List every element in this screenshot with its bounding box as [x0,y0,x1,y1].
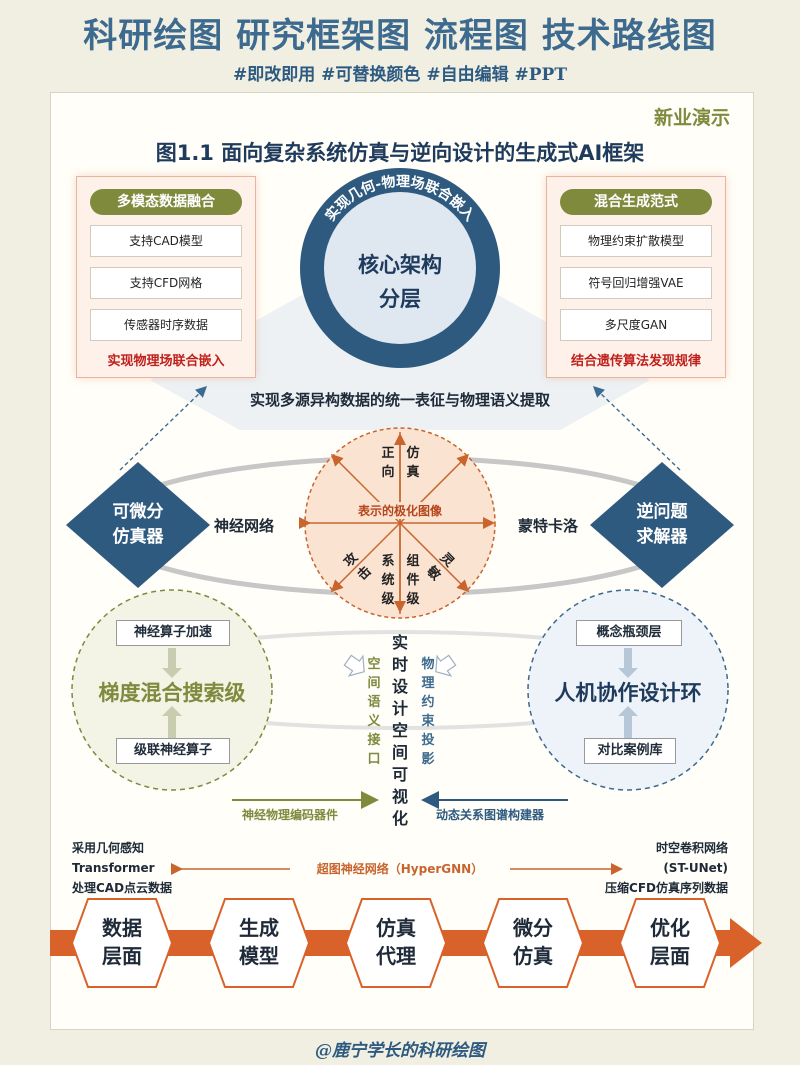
core-line2: 分层 [379,287,421,311]
multimodal-title: 多模态数据融合 [90,189,242,215]
vertical-char: 化 [391,809,408,828]
dynamic-graph-builder: 动态关系图谱构建器 [436,808,545,822]
pipeline-stage: 微分仿真 [513,916,553,968]
right-footer: 结合遗传算法发现规律 [570,354,701,369]
vertical-char: 义 [367,714,381,729]
vertical-char: 视 [391,787,408,806]
vertical-char: 间 [367,676,381,691]
vertical-char: 时 [391,655,408,674]
pipeline-hex [207,898,311,988]
vertical-char: 约 [421,695,435,710]
vertical-char: 语 [367,695,381,710]
polar-forward: 正向 [381,446,395,480]
pipeline-hex [70,898,174,988]
vertical-char: 口 [367,752,381,767]
hybrid-gen-box: 混合生成范式 物理约束扩散模型 符号回归增强VAE 多尺度GAN 结合遗传算法发… [546,176,726,378]
left-item: 支持CFD网格 [90,267,242,299]
vertical-char: 计 [391,699,408,718]
header-tags: #即改即用 #可替换颜色 #自由编辑 #PPT [233,65,567,85]
pipeline-stage: 数据层面 [102,916,142,968]
gradient-hybrid-search: 梯度混合搜索级 [98,681,246,705]
neural-network-label: 神经网络 [214,517,275,535]
vertical-char: 可 [391,765,408,784]
vertical-char: 影 [421,752,435,767]
right-item: 多尺度GAN [560,309,712,341]
vertical-char: 接 [367,733,381,748]
unify-caption: 实现多源异构数据的统一表征与物理语义提取 [249,391,550,409]
right-item: 物理约束扩散模型 [560,225,712,257]
pipeline-hex [344,898,448,988]
polar-component: 组件级 [406,554,420,607]
vertical-char: 实 [391,633,408,652]
right-note: 时空卷积网络(ST-UNet)压缩CFD仿真序列数据 [605,841,728,895]
neural-physics-encoder: 神经物理编码器件 [242,808,339,822]
inverse-solver: 逆问题求解器 [636,502,688,547]
vertical-char: 投 [421,733,435,748]
right-item: 符号回归增强VAE [560,267,712,299]
pipeline-stage: 生成模型 [239,916,279,968]
pipeline-hex [481,898,585,988]
hypergnn-label: 超图神经网络（HyperGNN） [290,860,510,877]
concept-bottleneck: 概念瓶颈层 [576,620,682,646]
vertical-char: 空 [367,657,381,672]
polar-center-label: 表示的极化图像 [344,502,456,519]
left-item: 支持CAD模型 [90,225,242,257]
pipeline-stage: 仿真代理 [376,916,416,968]
pipeline-hexes [70,898,722,988]
vertical-char: 束 [421,714,435,729]
human-ai-design-loop: 人机协作设计环 [554,681,702,705]
figure-title: 图1.1 面向复杂系统仿真与逆向设计的生成式AI框架 [155,141,645,165]
left-item: 传感器时序数据 [90,309,242,341]
differentiable-simulator: 可微分仿真器 [112,502,164,547]
multimodal-box: 多模态数据融合 支持CAD模型 支持CFD网格 传感器时序数据 实现物理场联合嵌… [76,176,256,378]
neural-operator-accel: 神经算子加速 [116,620,230,646]
brand-label: 新业演示 [653,107,730,129]
monte-carlo-label: 蒙特卡洛 [518,517,579,535]
realtime-viz-label: 实时设计空间可视化 [388,632,412,830]
polar-system: 系统级 [381,554,395,607]
cascade-neural-operator: 级联神经算子 [116,738,230,764]
left-footer: 实现物理场联合嵌入 [107,354,225,369]
header-title: 科研绘图 研究框架图 流程图 技术路线图 [83,16,717,56]
core-line1: 核心架构 [358,253,442,277]
vertical-char: 理 [421,676,435,691]
spatial-semantic-interface: 空间语义接口 [366,655,382,769]
contrast-case-library: 对比案例库 [584,738,676,764]
vertical-char: 设 [391,677,408,696]
pipeline-hex [618,898,722,988]
pipeline-stage: 优化层面 [650,916,690,968]
hybrid-gen-title: 混合生成范式 [560,189,712,215]
vertical-char: 物 [421,657,435,672]
core-label: 核心架构 分层 [318,248,482,316]
footer-credit: @鹿宁学长的科研绘图 [315,1041,485,1061]
vertical-char: 空 [391,721,408,740]
polar-simulate: 仿真 [406,446,420,480]
vertical-char: 间 [391,743,408,762]
physics-constraint-projection: 物理约束投影 [420,655,436,769]
